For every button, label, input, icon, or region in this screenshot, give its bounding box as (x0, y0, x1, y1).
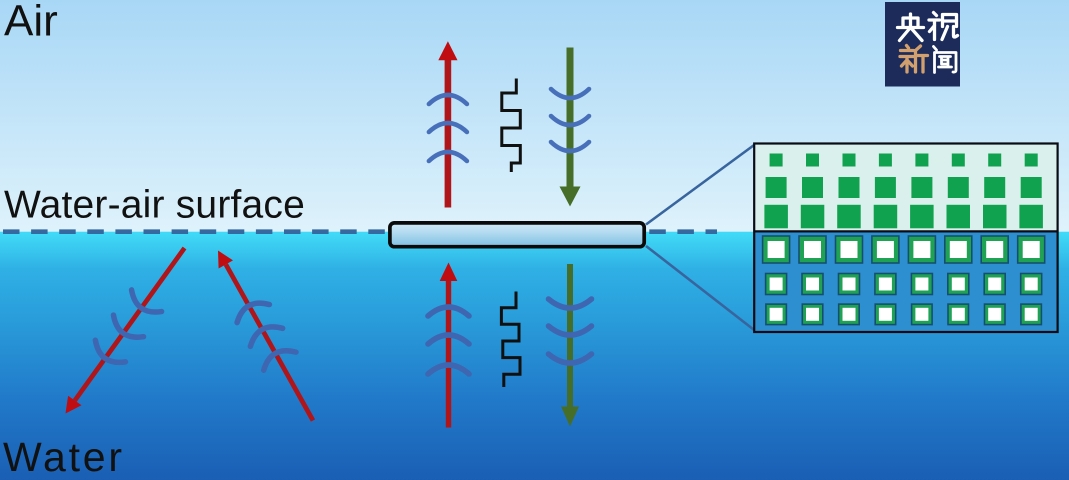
svg-text:Air: Air (4, 0, 58, 46)
svg-text:Water: Water (3, 434, 125, 480)
svg-text:Water-air surface: Water-air surface (4, 184, 305, 227)
